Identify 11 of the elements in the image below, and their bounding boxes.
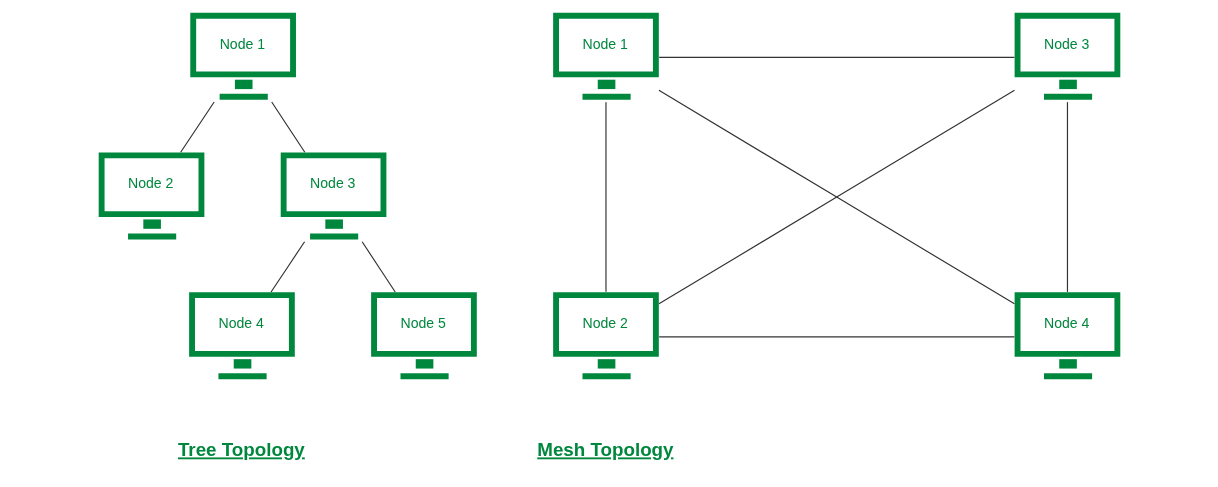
- label: Mesh Topology: [536, 439, 673, 461]
- connector: [179, 101, 215, 153]
- connector: [604, 101, 607, 293]
- connector: [1066, 101, 1068, 293]
- label: Tree Topology: [177, 439, 305, 461]
- connector: [361, 241, 396, 293]
- connector: [658, 56, 1015, 58]
- connector: [270, 241, 305, 293]
- connector: [657, 89, 1015, 305]
- connector: [270, 101, 305, 153]
- connector: [658, 336, 1015, 338]
